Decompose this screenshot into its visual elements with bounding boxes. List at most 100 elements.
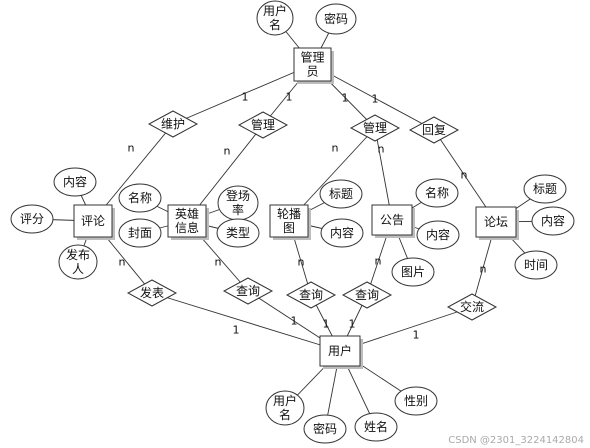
watermark: CSDN @2301_3224142804 [448,435,584,446]
cardinality-exchange-user: 1 [413,329,420,342]
attribute-hero-name-label-1: 名称 [128,190,152,205]
cardinality-manage-notice-carousel: n [332,142,339,155]
cardinality-admin-manage-hero: 1 [286,91,293,104]
cardinality-query-hero-user: 1 [291,315,298,328]
attribute-hero-win-rate-label-2: 率 [232,202,244,217]
cardinality-query-carousel-user: 1 [323,318,330,331]
attribute-carousel-content-label-1: 内容 [330,225,354,240]
attribute-user-name: 姓名 [354,412,398,442]
entity-user-label-1: 用户 [328,343,352,358]
cardinality-hero-query: n [215,256,222,269]
relationship-manage-notice-label-1: 管理 [363,120,387,135]
entity-forum: 论坛 [475,206,519,240]
relationship-exchange-label-1: 交流 [460,299,484,314]
cardinality-comment-publish: n [119,256,126,269]
attribute-admin-password: 密码 [315,3,357,35]
attribute-user-password-ellipse [303,414,347,444]
attribute-carousel-content-ellipse [320,218,364,248]
entity-admin-label-2: 员 [306,65,318,79]
relationship-query-hero-diamond [222,277,274,305]
cardinality-publish-user: 1 [233,324,240,337]
attribute-user-username: 用户名 [265,390,305,426]
cardinality-maintain-comment: n [128,142,135,155]
attribute-notice-image-label-1: 图片 [401,265,425,279]
attribute-comment-publisher-label-1: 发布 [66,247,90,262]
relationship-reply-diamond [408,116,460,144]
attribute-carousel-title-label-1: 标题 [329,187,353,201]
relationship-query-carousel-label-1: 查询 [299,288,323,302]
entity-forum-label-1: 论坛 [484,215,508,229]
cardinality-manage-notice-notice: n [378,143,385,156]
attribute-forum-content-label-1: 内容 [541,213,565,228]
attribute-hero-type-ellipse [216,218,260,248]
attribute-forum-time-label-1: 时间 [524,258,548,272]
relationship-query-carousel-diamond [285,281,337,309]
entity-hero-label-1: 英雄 [175,206,199,221]
relationship-publish: 发表 [126,279,178,307]
attribute-comment-content-ellipse [53,167,97,197]
attribute-user-password-label-1: 密码 [313,421,337,436]
relationship-exchange-diamond [446,293,498,321]
attribute-admin-password-label-1: 密码 [324,11,348,26]
attribute-hero-cover-ellipse [118,218,162,248]
cardinality-manage-hero-hero: n [224,145,231,158]
attribute-forum-time: 时间 [514,250,558,280]
attribute-admin-username: 用户名 [256,0,294,36]
attribute-user-password: 密码 [303,414,347,444]
relationship-maintain-label-1: 维护 [161,117,185,131]
relationship-publish-diamond [126,279,178,307]
entity-carousel-label-2: 图 [283,221,295,235]
attribute-notice-name: 名称 [415,178,459,208]
attribute-hero-cover-label-1: 封面 [128,226,152,240]
relationship-reply-label-1: 回复 [422,123,446,137]
attribute-admin-username-label-1: 用户 [263,3,287,18]
relationship-query-hero-label-1: 查询 [236,284,260,298]
relationship-manage-hero-label-1: 管理 [251,117,275,132]
entity-comment-label-1: 评论 [81,214,105,228]
relationship-manage-notice-diamond [349,114,401,142]
attribute-notice-name-ellipse [415,178,459,208]
relationship-query-carousel: 查询 [285,281,337,309]
attribute-forum-title-ellipse [523,174,567,204]
cardinality-forum-exchange: n [480,263,487,276]
attribute-user-username-label-2: 名 [279,407,291,422]
entity-hero-box [167,204,207,238]
edge-publish-to-user [151,292,341,352]
relationship-manage-notice: 管理 [349,114,401,142]
entity-notice-label-1: 公告 [380,213,404,227]
relationship-publish-label-1: 发表 [140,285,164,300]
entity-carousel: 轮播图 [269,204,311,240]
attribute-forum-title: 标题 [523,174,567,204]
relationship-manage-hero: 管理 [237,111,289,139]
entity-admin-label-1: 管理 [300,50,324,65]
relationship-query-hero: 查询 [222,277,274,305]
entity-notice: 公告 [371,204,415,238]
cardinality-carousel-query: n [298,256,305,269]
entity-user-box [319,335,361,367]
attribute-forum-title-label-1: 标题 [533,182,557,196]
attribute-hero-win-rate: 登场率 [217,185,259,221]
cardinality-notice-query: n [375,255,382,268]
attribute-notice-image: 图片 [391,257,435,287]
edge-admin-to-maintain [172,64,313,125]
attribute-hero-cover: 封面 [118,218,162,248]
attribute-carousel-title-ellipse [319,179,363,209]
attribute-forum-content-ellipse [531,206,575,236]
attribute-comment-content-label-1: 内容 [63,174,87,189]
attribute-hero-win-rate-label-1: 登场 [226,188,250,203]
attribute-comment-content: 内容 [53,167,97,197]
attribute-admin-username-label-2: 名 [269,17,281,32]
relationship-maintain: 维护 [147,110,199,138]
attribute-admin-username-ellipse [256,0,294,36]
attribute-carousel-content: 内容 [320,218,364,248]
relationship-query-notice-diamond [341,281,393,309]
entity-carousel-label-1: 轮播 [277,207,301,221]
attribute-notice-content-label-1: 内容 [426,227,450,242]
attribute-notice-image-ellipse [391,257,435,287]
attribute-comment-score-ellipse [10,204,54,234]
attribute-user-gender: 性别 [394,386,438,416]
entity-forum-box [475,206,517,238]
cardinality-query-notice-user: 1 [349,318,356,331]
attribute-hero-type: 类型 [216,218,260,248]
